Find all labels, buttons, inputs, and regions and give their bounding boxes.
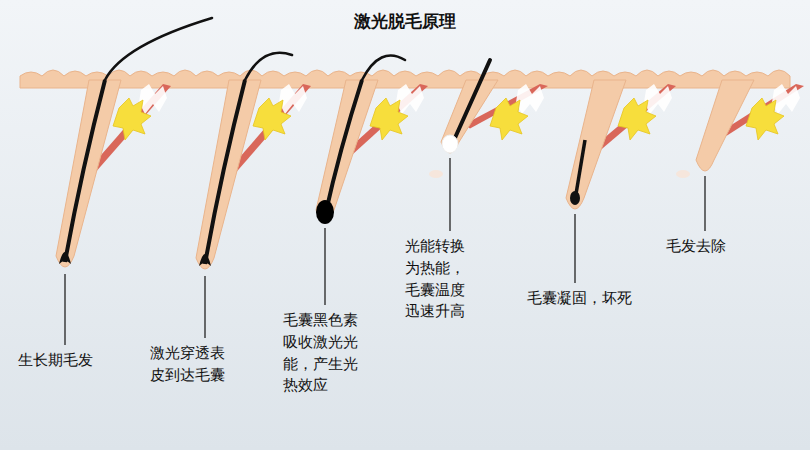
follicle: [196, 53, 311, 269]
fat-tissue: [516, 84, 544, 114]
step-label: 激光穿透表 皮到达毛囊: [150, 343, 232, 387]
fat-tissue: [139, 84, 167, 114]
sebaceous-gland: [618, 98, 656, 140]
hair-root: [205, 80, 245, 264]
debris: [676, 170, 690, 178]
follicle: [566, 80, 676, 209]
fat-tissue: [644, 84, 672, 114]
hair-shaft: [105, 18, 212, 80]
leader-line: [324, 228, 325, 305]
leader-line: [704, 176, 705, 231]
leader-line: [574, 214, 575, 283]
follicle-sheath: [56, 80, 121, 267]
fat-tissue: [279, 84, 307, 114]
hair-bulb: [199, 254, 211, 266]
follicle-sheath: [441, 80, 498, 153]
hair-shaft: [454, 60, 490, 140]
sebaceous-gland: [113, 98, 151, 140]
hair-shaft: [245, 53, 292, 80]
follicle: [56, 18, 212, 267]
step-label: 光能转换 为热能， 毛囊温度 迅速升高: [405, 236, 487, 323]
heated-bulb: [316, 200, 334, 224]
leader-line: [204, 276, 205, 338]
follicle-sheath: [566, 80, 626, 209]
sebaceous-gland: [490, 98, 528, 140]
leader-line: [64, 274, 65, 345]
leader-line: [449, 158, 450, 231]
hair-shaft: [362, 56, 405, 81]
fat-tissue: [772, 84, 800, 114]
step-label: 生长期毛发: [18, 350, 93, 372]
sebaceous-gland: [746, 98, 784, 140]
follicle-sheath: [696, 80, 754, 171]
title: 激光脱毛原理: [354, 10, 456, 33]
follicle: [316, 56, 428, 225]
dead-hair: [576, 140, 585, 194]
step-label: 毛囊黑色素 吸收激光光 能，产生光 热效应: [283, 310, 365, 397]
fat-tissue: [396, 84, 424, 114]
follicle: [429, 60, 548, 178]
follicle-sheath: [316, 80, 378, 221]
step-label: 毛发去除: [666, 236, 726, 258]
follicle-sheath: [196, 80, 261, 269]
sebaceous-gland: [253, 98, 291, 140]
sebaceous-gland: [370, 98, 408, 140]
follicle: [676, 80, 804, 178]
step-label: 毛囊凝固，坏死: [527, 288, 632, 310]
leader-lines: [65, 158, 705, 345]
follicle-units: [20, 18, 804, 269]
debris: [429, 170, 443, 178]
hair-root: [325, 80, 362, 216]
coagulated-bulb: [442, 135, 458, 153]
hair-root: [65, 80, 105, 262]
dead-bulb: [570, 191, 580, 205]
hair-bulb: [59, 252, 71, 264]
